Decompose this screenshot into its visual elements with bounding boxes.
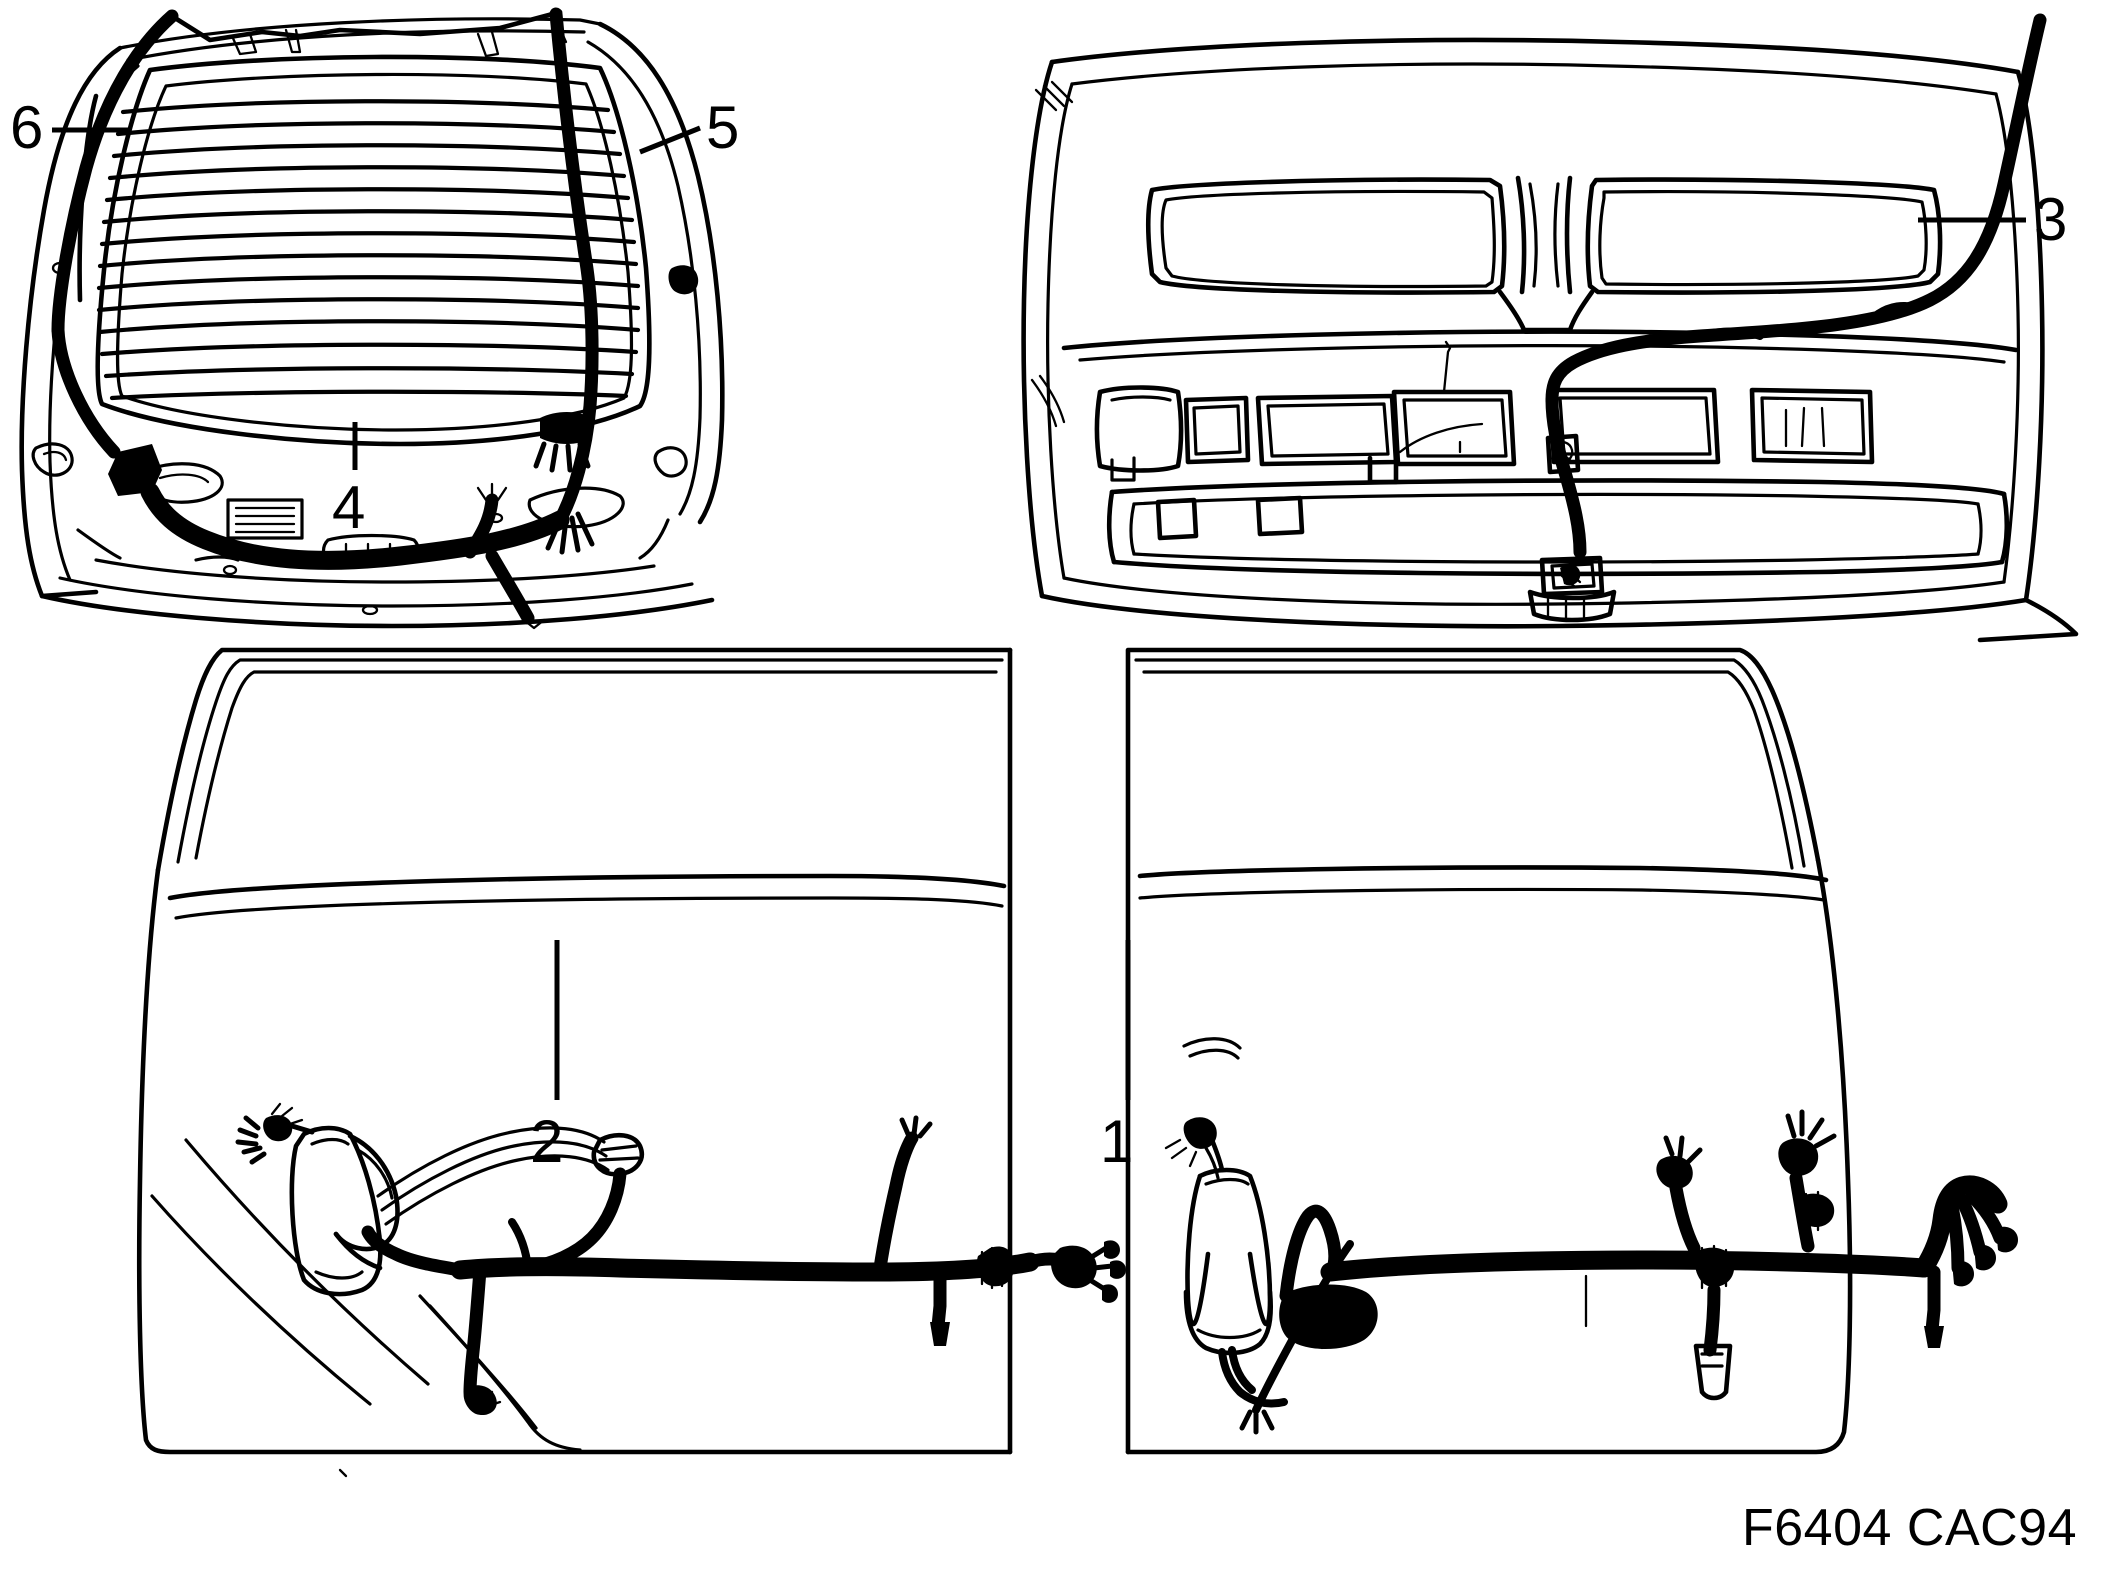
figure-code: F6404 CAC94 [1742, 1499, 2078, 1557]
panel-right-door [1125, 647, 2018, 1455]
panel-left-door [136, 647, 1126, 1478]
defroster-grid [77, 93, 641, 401]
panel-trunk-lid [1021, 13, 2079, 643]
hatch-wiring-harness [51, 7, 699, 630]
left-door-wiring-harness [235, 1102, 1126, 1416]
trunk-lid-recesses [1094, 385, 1875, 485]
right-door-wiring-harness [1164, 1109, 2018, 1435]
trunk-lid-wiring-harness [1545, 13, 2047, 559]
panel-rear-hatch [19, 7, 725, 630]
